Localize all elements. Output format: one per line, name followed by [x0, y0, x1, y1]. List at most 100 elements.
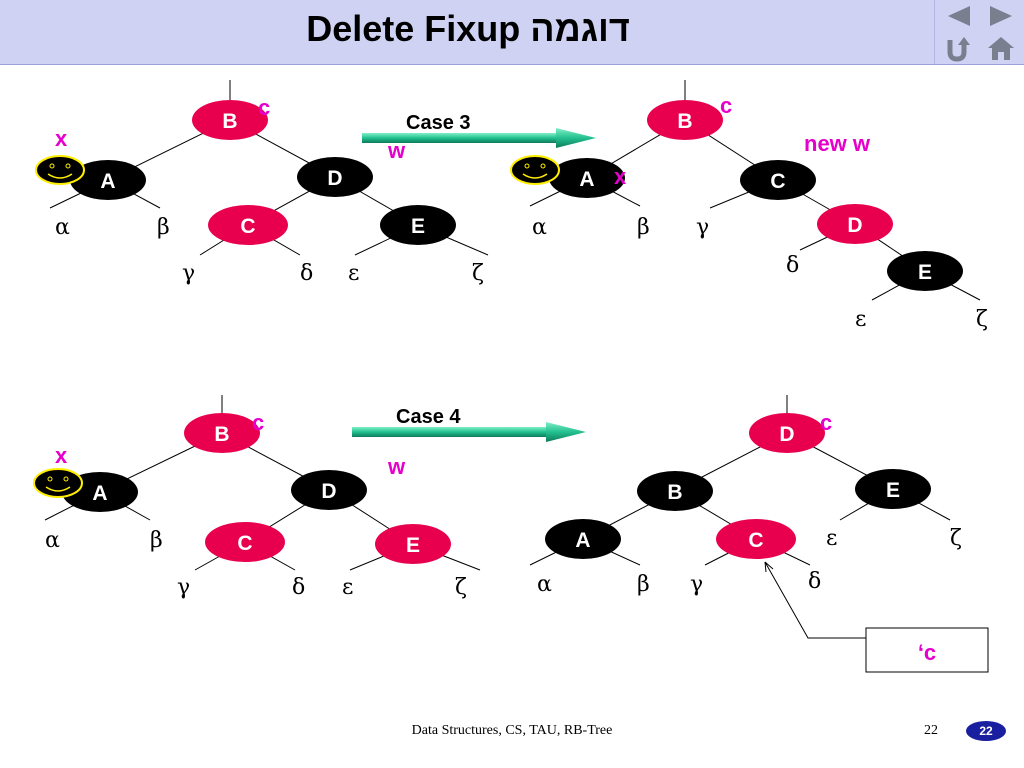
slide-title: Delete Fixup דוגמה: [306, 8, 630, 49]
greek-epsilon: ε: [348, 261, 359, 286]
rb-tree-diagram: B A D C E x c w α β γ δ ε ζ Case 3: [33, 80, 989, 673]
node-e: [380, 205, 456, 245]
callout-box: [865, 627, 989, 673]
node-e-label: E: [918, 261, 932, 284]
node-a-label: A: [92, 482, 107, 505]
node-d: [291, 470, 367, 510]
greek-beta: β: [637, 572, 650, 597]
label-c: c: [820, 410, 832, 435]
slide-header: [0, 0, 1024, 65]
greek-zeta: ζ: [976, 307, 988, 332]
node-b-label: B: [677, 110, 692, 133]
greek-zeta: ζ: [950, 526, 962, 551]
label-c: c: [258, 95, 270, 120]
node-d: [297, 157, 373, 197]
label-c: c: [252, 410, 264, 435]
label-x: x: [55, 126, 68, 151]
label-w: w: [387, 138, 406, 163]
label-c: c: [720, 93, 732, 118]
node-e-label: E: [406, 534, 420, 557]
node-c: [205, 522, 285, 562]
node-a-label: A: [579, 168, 594, 191]
triangle-right-icon: [990, 6, 1012, 26]
node-a: [70, 160, 146, 200]
node-a: [545, 519, 621, 559]
greek-alpha: α: [45, 528, 60, 553]
greek-gamma: γ: [690, 572, 703, 597]
greek-delta: δ: [786, 253, 799, 278]
node-a: [549, 158, 625, 198]
node-e: [855, 469, 931, 509]
node-b-label: B: [667, 481, 682, 504]
greek-epsilon: ε: [826, 526, 837, 551]
greek-epsilon: ε: [855, 307, 866, 332]
tree-bottom-right-nodes: D B E A C: [545, 413, 931, 559]
node-e: [375, 524, 451, 564]
node-b: [184, 413, 260, 453]
home-icon: [988, 37, 1014, 60]
label-w: w: [387, 454, 406, 479]
node-c: [716, 519, 796, 559]
greek-delta: δ: [300, 261, 313, 286]
tree-bottom-left-nodes: B A D C E: [62, 413, 451, 564]
callout-pointer: [764, 561, 866, 639]
node-d-label: D: [327, 167, 342, 190]
greek-delta: δ: [292, 575, 305, 600]
node-d: [817, 204, 893, 244]
case3-label: Case 3: [406, 112, 471, 134]
triangle-left-icon: [948, 6, 970, 26]
tree-top-left-nodes: B A D C E: [70, 100, 456, 245]
previous-slide-button[interactable]: [938, 2, 980, 30]
label-new-w: new w: [804, 131, 871, 156]
node-c-label: C: [770, 170, 785, 193]
greek-zeta: ζ: [455, 575, 467, 600]
smiley-icon: [510, 155, 560, 185]
case4-arrow: [352, 422, 586, 442]
greek-beta: β: [157, 215, 170, 240]
page-badge: 22: [966, 721, 1006, 741]
greek-beta: β: [637, 215, 650, 240]
node-c-label: C: [240, 215, 255, 238]
home-button[interactable]: [980, 34, 1022, 62]
page-number: 22: [924, 723, 938, 738]
node-d-label: D: [321, 480, 336, 503]
label-x: x: [55, 443, 68, 468]
node-d-label: D: [847, 214, 862, 237]
node-c-label: C: [748, 529, 763, 552]
greek-delta: δ: [808, 569, 821, 594]
node-b: [647, 100, 723, 140]
greek-alpha: α: [55, 215, 70, 240]
node-b-label: B: [222, 110, 237, 133]
label-x: x: [614, 164, 627, 189]
greek-alpha: α: [532, 215, 547, 240]
node-d: [749, 413, 825, 453]
next-slide-button[interactable]: [980, 2, 1022, 30]
callout-c-prime: ‘c: [918, 640, 936, 665]
greek-zeta: ζ: [472, 261, 484, 286]
return-button[interactable]: [938, 34, 980, 62]
node-b-label: B: [214, 423, 229, 446]
node-c: [740, 160, 816, 200]
node-c-label: C: [237, 532, 252, 555]
greek-alpha: α: [537, 572, 552, 597]
case3-arrow: [362, 128, 596, 148]
greek-gamma: γ: [177, 575, 190, 600]
greek-gamma: γ: [182, 261, 195, 286]
node-e-label: E: [886, 479, 900, 502]
node-d-label: D: [779, 423, 794, 446]
greek-beta: β: [150, 528, 163, 553]
node-e: [887, 251, 963, 291]
u-turn-icon: [947, 37, 970, 62]
node-b: [637, 471, 713, 511]
nav-divider: [934, 0, 935, 64]
greek-epsilon: ε: [342, 575, 353, 600]
tree-top-right-nodes: B A C D E: [549, 100, 963, 291]
node-e-label: E: [411, 215, 425, 238]
greek-gamma: γ: [696, 215, 709, 240]
node-c: [208, 205, 288, 245]
node-a-label: A: [575, 529, 590, 552]
smiley-icon: [35, 155, 85, 185]
footer-text: Data Structures, CS, TAU, RB-Tree: [411, 723, 613, 738]
smiley-icon: [33, 468, 83, 498]
node-a-label: A: [100, 170, 115, 193]
